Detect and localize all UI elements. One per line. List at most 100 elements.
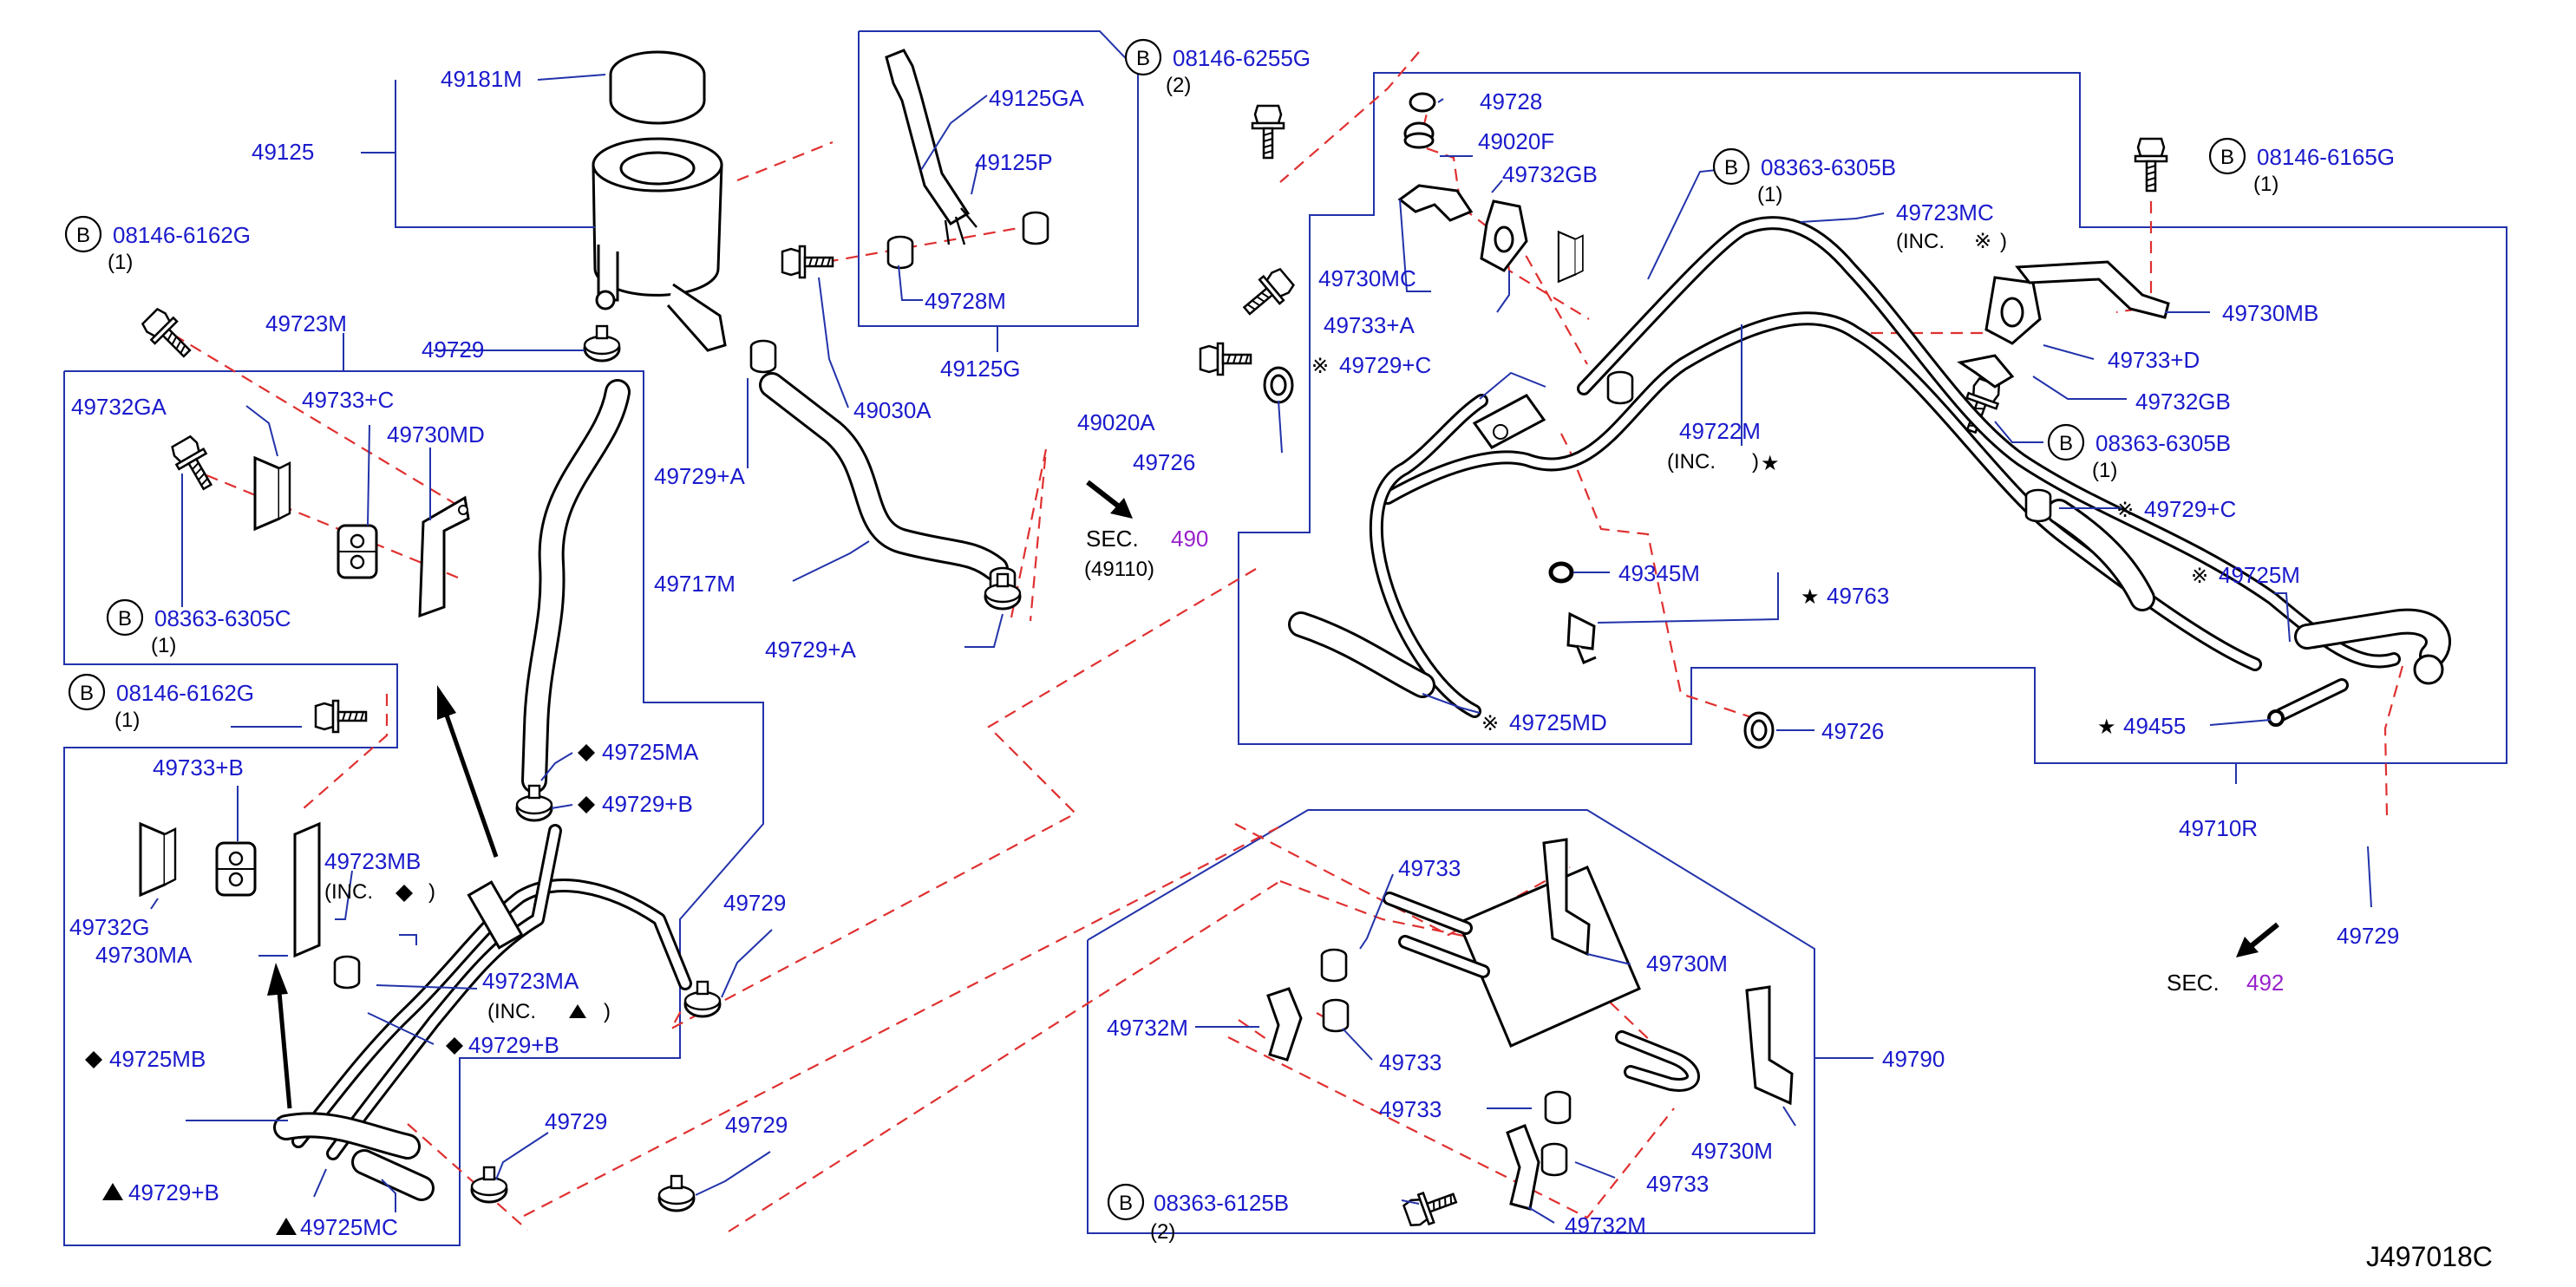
sensor-49763 [1566,611,1597,664]
hose-49717m [749,339,1017,601]
label-08363-6305b-b: 08363-6305B [2095,430,2231,456]
grommet-49733b [215,841,257,897]
star-mark-inc-22m: ★ [1761,452,1780,475]
collar-49733-d [1540,1142,1568,1177]
inc-49723ma-close: ) [604,1000,611,1023]
label-sec-490-sub: (49110) [1084,558,1154,581]
label-49730md: 49730MD [387,421,485,448]
mark-49725m: ※ [2191,565,2208,588]
label-49729-b: 49729 [723,890,786,916]
bolt-marker-h-letter: B [1119,1192,1133,1215]
bolt-marker-e [1712,147,1750,186]
frame-49125g [858,30,1139,327]
label-49730ma: 49730MA [95,942,193,968]
bracket-49730ma [293,821,321,958]
bolt-marker-d [1124,38,1162,76]
collar-49733-c [1544,1090,1572,1125]
bolt-08146-6165g [2134,137,2168,193]
bracket-49732ga [253,456,291,531]
bolt-08363-6125b [1401,1182,1461,1231]
inc-49722m-close: ) [1752,450,1759,474]
label-49733b: 49733+B [153,755,244,781]
qty-08146-6165g: (1) [2253,173,2279,196]
bracket-49732m-b [1506,1124,1540,1211]
label-sec-490: SEC. [1086,526,1139,552]
label-sec-492-number: 492 [2246,970,2284,996]
label-49020f: 49020F [1478,128,1554,154]
label-49733d: 49733+D [2108,347,2200,373]
diamond-mark-49729b-c [446,1037,463,1055]
bolt-08146-6255g [1251,104,1285,160]
bolt-marker-f [2208,137,2246,175]
bracket-49730m-b [1745,985,1794,1106]
label-49733c: 49733+C [302,387,394,413]
arrow-sec-490-head [1110,498,1133,519]
label-49020a: 49020A [1077,409,1155,435]
inc-49723mc: (INC. [1896,230,1945,253]
bracket-49732m-a [1266,987,1303,1062]
bracket-49730mc [1397,184,1474,222]
flange-49733a [1480,199,1528,272]
bracket-49125ga [885,49,977,245]
bolt-08146-6162g-b [314,699,368,734]
qty-08146-6162g-b: (1) [114,709,140,732]
clamp-49729 [583,324,621,363]
bolt-marker-a [64,215,102,253]
triangle-mark-inc-ma [569,1004,586,1018]
diamond-mark-49725ma [578,744,595,761]
label-08146-6162g-a: 08146-6162G [113,222,251,248]
diamond-mark-inc-mb [396,885,413,902]
label-49717m: 49717M [654,571,736,597]
qty-08363-6305c: (1) [151,634,176,657]
label-49733-c: 49733 [1379,1096,1442,1122]
o-ring-49345m [1548,561,1574,584]
label-49729a-b: 49729+A [765,637,856,663]
label-49729-c: 49729 [545,1108,607,1134]
bracket-49730mb [2015,260,2170,319]
bolt-08363-6305b-a [1235,264,1298,324]
label-49728: 49728 [1480,88,1542,114]
label-49729-a: 49729 [422,336,484,363]
mark-inc-mc: ※ [1974,230,1991,253]
arrow-up-a [443,712,499,858]
bolt-marker-f-letter: B [2220,146,2234,169]
label-49732m-b: 49732M [1565,1212,1646,1238]
label-49763: 49763 [1827,583,1889,609]
flange-49733d [1984,276,2042,345]
frame-49723m [63,370,764,1246]
bracket-49730m-a [1542,838,1591,957]
label-49725md: 49725MD [1509,709,1607,735]
bolt-marker-b-letter: B [118,607,132,630]
washer-49726-a [1263,366,1294,404]
label-49733-b: 49733 [1379,1049,1442,1075]
bolt-08363-6305c [167,433,222,496]
bolt-marker-a-letter: B [76,224,90,247]
clamp-49729-c [470,1166,508,1204]
label-49181m: 49181M [441,66,522,92]
pipes-49723ma-49723mb [273,824,692,1201]
label-49728m: 49728M [925,288,1006,314]
label-49729c-a: 49729+C [1339,352,1431,378]
group-leaders [150,74,2372,1224]
bracket-49732gb-a [1557,231,1584,283]
arrow-up-a-head [437,685,456,720]
clamp-49729-d [657,1174,696,1212]
label-49723mb: 49723MB [324,848,421,874]
frame-49790 [1087,809,1815,1234]
bracket-49732gb-b [1957,354,2015,389]
inc-49723ma: (INC. [487,1000,536,1023]
label-49729b-c: 49729+B [468,1032,559,1058]
bracket-49732g [139,822,177,897]
label-49730m-b: 49730M [1691,1138,1773,1164]
label-49733-d: 49733 [1646,1171,1709,1197]
group-labels: 49181M 49125 49729 B 08146-6162G (1) 497… [64,38,2493,1272]
bracket-49730md [418,495,470,618]
label-49729a-a: 49729+A [654,463,745,489]
label-49729-e: 49729 [2337,923,2399,949]
inc-49723mc-close: ) [2000,230,2007,253]
washer-49726-b [1743,711,1775,749]
label-49732ga: 49732GA [71,394,167,420]
hose-49725ma [515,379,631,822]
label-49723m: 49723M [265,310,347,336]
